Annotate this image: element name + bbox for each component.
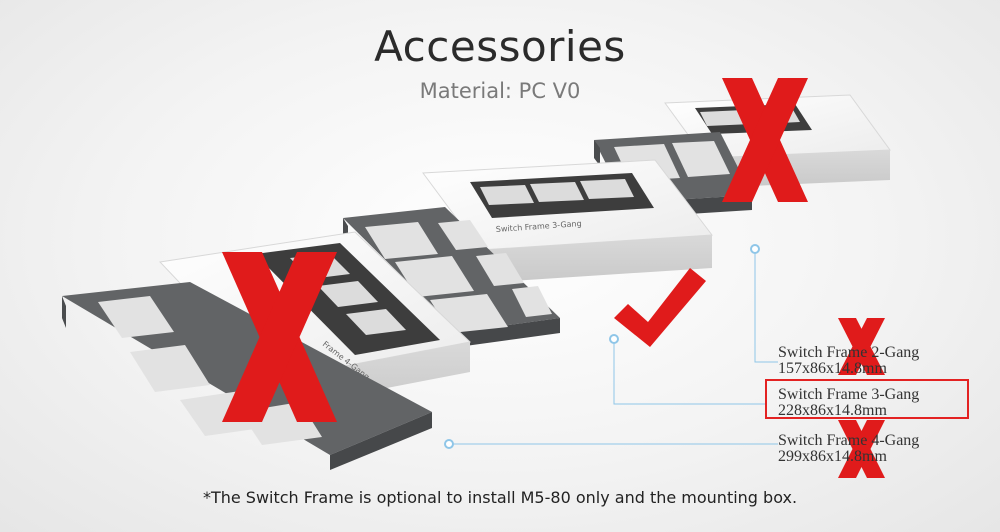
spec-3-gang: Switch Frame 3-Gang 228x86x14.8mm (778, 387, 919, 419)
spec-4-gang: Switch Frame 4-Gang 299x86x14.8mm (778, 433, 919, 465)
spec-name: Switch Frame 4-Gang (778, 432, 920, 449)
check-icon (614, 268, 706, 347)
spec-name: Switch Frame 3-Gang (778, 386, 920, 403)
footnote: *The Switch Frame is optional to install… (202, 488, 798, 507)
x-icon (722, 78, 808, 202)
spec-size: 157x86x14.8mm (778, 360, 887, 377)
frame-3-gang-set: Switch Frame 3-Gang (343, 159, 713, 347)
callout-dots (444, 244, 760, 449)
spec-size: 299x86x14.8mm (778, 448, 887, 465)
spec-name: Switch Frame 2-Gang (778, 344, 920, 361)
x-icon (838, 318, 885, 375)
material-subtitle: Material: PC V0 (419, 79, 581, 103)
page-title: Accessories (374, 22, 626, 71)
callout-lines (449, 249, 778, 445)
selected-highlight-box (765, 379, 969, 419)
spec-2-gang: Switch Frame 2-Gang 157x86x14.8mm (778, 345, 919, 377)
x-icon (838, 420, 885, 478)
spec-size: 228x86x14.8mm (778, 402, 887, 419)
x-icon (222, 252, 337, 422)
